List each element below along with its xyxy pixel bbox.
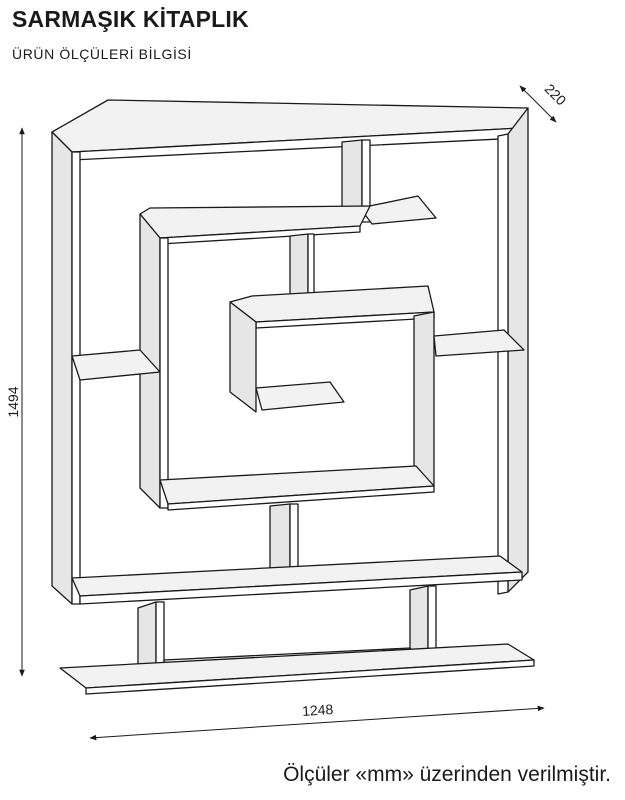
inner-right-side: [413, 311, 435, 491]
bookshelf-diagram: 1494 1248 220: [5, 81, 570, 741]
depth-dimension-line: [519, 85, 557, 123]
height-label: 1494: [5, 386, 21, 417]
left-middle-shelf: [71, 349, 161, 381]
inner-left-side: [229, 301, 257, 413]
ring2-bottom-front: [167, 485, 435, 511]
width-label: 1248: [302, 701, 334, 719]
units-note: Ölçüler «mm» üzerinden verilmiştir.: [283, 763, 611, 786]
ring2-divider: [289, 233, 309, 301]
inner-bottom-shelf: [255, 381, 345, 411]
right-middle-shelf: [433, 329, 525, 357]
product-subtitle: ÜRÜN ÖLÇÜLERİ BİLGİSİ: [12, 46, 192, 62]
left-side-panel: [51, 131, 73, 605]
depth-label: 220: [542, 81, 570, 109]
width-dimension-line: [89, 705, 545, 741]
ring2-divider-front: [307, 233, 315, 299]
shelf-drawing: [51, 99, 535, 695]
outer-bottom-front: [79, 571, 523, 605]
product-title: SARMAŞIK KİTAPLIK: [12, 6, 249, 32]
right-panel-front: [497, 133, 509, 595]
ring2-left-front: [159, 237, 169, 509]
upper-right-shelf: [359, 195, 437, 225]
base-shelf-front: [85, 659, 535, 695]
